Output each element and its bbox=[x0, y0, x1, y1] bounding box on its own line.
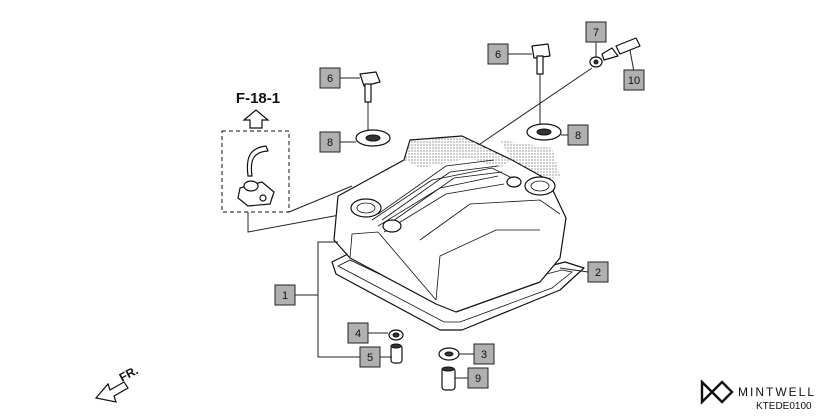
inset-lead-line bbox=[247, 185, 353, 233]
cylinder-head-cover-drawing bbox=[331, 135, 585, 331]
reference-inset[interactable]: F-18-1 bbox=[221, 90, 353, 233]
part-tag-3[interactable]: 3 bbox=[473, 343, 495, 365]
part-tag-2[interactable]: 2 bbox=[587, 261, 609, 283]
svg-text:7: 7 bbox=[593, 27, 599, 39]
svg-text:10: 10 bbox=[628, 75, 640, 87]
svg-text:8: 8 bbox=[327, 137, 333, 149]
leader-lines bbox=[295, 40, 635, 379]
up-arrow-icon bbox=[242, 109, 270, 129]
brand-name: MINTWELL bbox=[738, 385, 816, 399]
svg-text:1: 1 bbox=[282, 290, 288, 302]
part-tag-10[interactable]: 10 bbox=[623, 69, 645, 91]
part-tag-7[interactable]: 7 bbox=[585, 21, 607, 43]
part-tag-6-left[interactable]: 6 bbox=[319, 67, 341, 89]
brand-block: MINTWELL KTEDE0100 bbox=[700, 379, 816, 412]
svg-text:5: 5 bbox=[367, 352, 373, 364]
svg-text:8: 8 bbox=[575, 130, 581, 142]
part-tag-5[interactable]: 5 bbox=[359, 346, 381, 368]
svg-text:9: 9 bbox=[475, 373, 481, 385]
part-tag-8-right[interactable]: 8 bbox=[567, 124, 589, 146]
inset-dashed-box bbox=[221, 130, 290, 213]
part-tag-9[interactable]: 9 bbox=[467, 367, 489, 389]
reference-label: F-18-1 bbox=[236, 90, 280, 107]
svg-text:6: 6 bbox=[327, 73, 333, 85]
part-tag-4[interactable]: 4 bbox=[347, 322, 369, 344]
front-label: FR. bbox=[117, 363, 141, 384]
hardware-drawing bbox=[355, 37, 641, 391]
svg-text:2: 2 bbox=[595, 267, 601, 279]
svg-text:6: 6 bbox=[495, 49, 501, 61]
front-direction-indicator: FR. bbox=[94, 363, 141, 403]
breather-pipe-drawing bbox=[237, 145, 275, 207]
part-tag-6-right[interactable]: 6 bbox=[487, 43, 509, 65]
part-tag-8-left[interactable]: 8 bbox=[319, 131, 341, 153]
svg-text:4: 4 bbox=[355, 328, 361, 340]
diagram-code: KTEDE0100 bbox=[756, 401, 812, 412]
brand-logo-icon bbox=[700, 379, 734, 405]
front-arrow-icon bbox=[94, 381, 129, 403]
svg-text:3: 3 bbox=[481, 349, 487, 361]
part-tag-1[interactable]: 1 bbox=[274, 284, 296, 306]
